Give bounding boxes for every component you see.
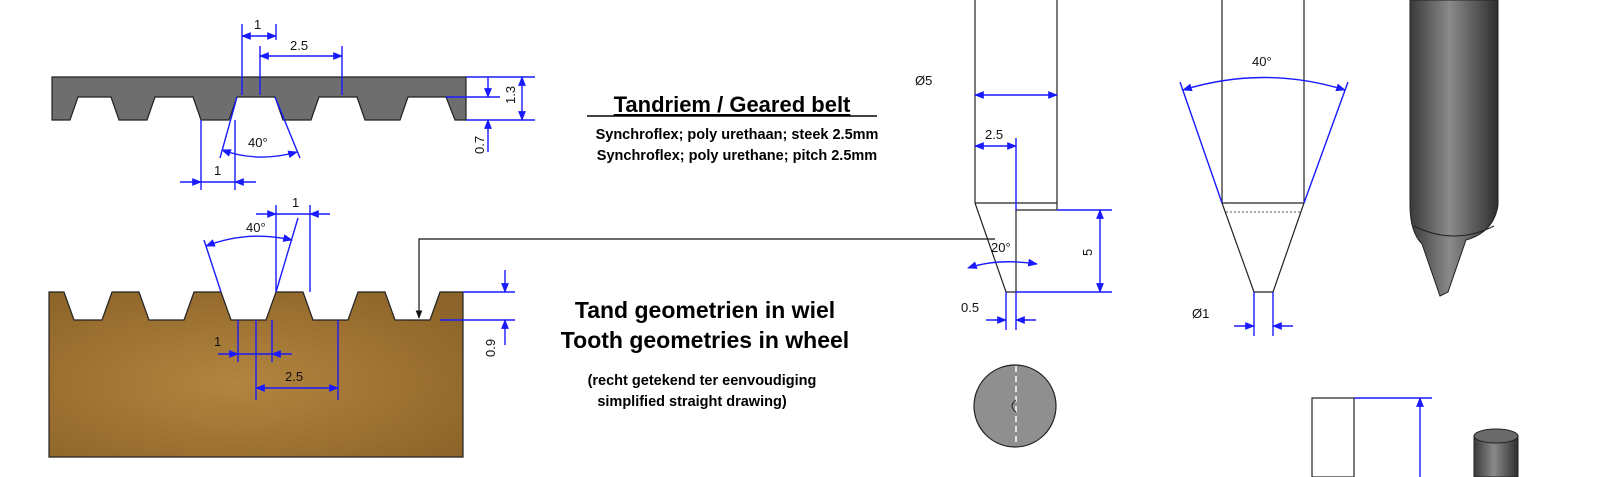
wheel-title-en: Tooth geometries in wheel — [561, 327, 849, 353]
tool-a-dim-length: 5 — [1080, 249, 1095, 256]
belt-dimensions: 1 2.5 1.3 0.7 40° 1 — [180, 17, 535, 190]
tool-a-dimensions: Ø5 2.5 20° 5 0.5 — [915, 73, 1112, 330]
belt-title: Tandriem / Geared belt — [614, 92, 851, 117]
wheel-title-nl: Tand geometrien in wiel — [575, 297, 835, 323]
wheel-dim-angle: 40° — [246, 220, 266, 235]
belt-dim-tooth-width: 1 — [254, 17, 261, 32]
belt-subtitle-nl: Synchroflex; poly urethaan; steek 2.5mm — [596, 127, 879, 143]
small-cylinder-render — [1473, 428, 1519, 477]
wheel-note-nl: (recht getekend ter eenvoudiging — [588, 373, 817, 389]
tool-3d-render — [1409, 0, 1499, 297]
belt-dim-angle: 40° — [248, 135, 268, 150]
tool-a-dim-angle: 20° — [991, 240, 1011, 255]
belt-dim-pitch: 2.5 — [290, 38, 308, 53]
tool-a-dim-width: 2.5 — [985, 127, 1003, 142]
belt-dim-tooth-height: 0.7 — [472, 136, 487, 154]
wheel-note-en: simplified straight drawing) — [597, 394, 786, 410]
tool-b-outline — [1221, 0, 1305, 293]
wheel-dimensions: 1 40° 0.9 1 2.5 — [203, 195, 515, 400]
belt-profile — [51, 76, 467, 121]
belt-subtitle-en: Synchroflex; poly urethane; pitch 2.5mm — [597, 148, 877, 164]
tool-a-dim-diameter: Ø5 — [915, 73, 932, 88]
wheel-dim-depth: 0.9 — [483, 339, 498, 357]
belt-dim-root-width: 1 — [214, 163, 221, 178]
small-part-outline — [1311, 397, 1432, 477]
wheel-dim-root-width: 1 — [214, 334, 221, 349]
tool-a-end-view — [973, 364, 1057, 448]
wheel-dim-tooth-width: 1 — [292, 195, 299, 210]
tool-b-dimensions: 40° Ø1 — [1179, 54, 1349, 336]
wheel-dim-pitch: 2.5 — [285, 369, 303, 384]
tool-a-dim-tip: 0.5 — [961, 300, 979, 315]
tool-b-dim-tip-diameter: Ø1 — [1192, 306, 1209, 321]
belt-dim-total-height: 1.3 — [503, 86, 518, 104]
leader-line — [415, 238, 995, 319]
tool-b-dim-angle: 40° — [1252, 54, 1272, 69]
